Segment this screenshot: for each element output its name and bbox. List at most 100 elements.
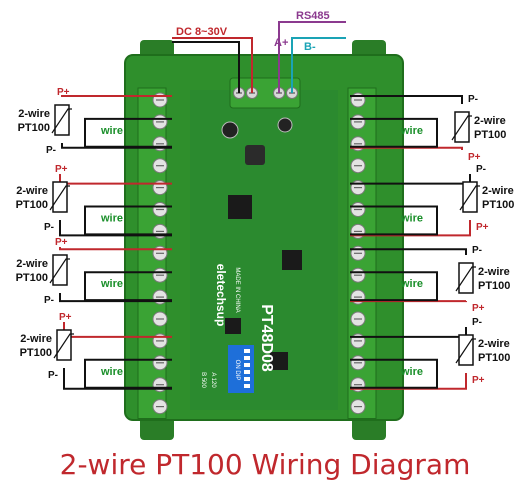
p-plus-label: P+ bbox=[468, 152, 481, 163]
thermistor-arrow bbox=[49, 258, 70, 284]
sensor-name-label: PT100 bbox=[18, 122, 50, 134]
p-plus-label: P+ bbox=[55, 164, 68, 175]
p-minus-label: P- bbox=[48, 370, 58, 381]
p-plus-label: P+ bbox=[57, 87, 70, 98]
jumper-wire bbox=[350, 117, 438, 148]
dc-wire-red bbox=[172, 37, 253, 93]
wire-label: wire bbox=[100, 278, 123, 290]
rs485-label: RS485 bbox=[296, 10, 330, 22]
resistor-body bbox=[458, 334, 474, 366]
p-plus-label: P+ bbox=[472, 375, 485, 386]
chip bbox=[228, 195, 252, 219]
thermistor-arrow bbox=[451, 115, 472, 141]
sensor-name-label: PT100 bbox=[16, 199, 48, 211]
sensor-type-label: 2-wire bbox=[18, 108, 50, 120]
thermistor-arrow bbox=[459, 185, 480, 211]
resistor-body bbox=[54, 104, 70, 136]
dip-key bbox=[244, 363, 250, 367]
pt100-sensors: 2-wirePT1002-wirePT1002-wirePT1002-wireP… bbox=[16, 104, 514, 366]
p-plus-wire bbox=[61, 95, 172, 97]
chip bbox=[225, 318, 241, 334]
sensor-name-label: PT100 bbox=[482, 199, 514, 211]
sensor-name-label: PT100 bbox=[474, 129, 506, 141]
p-minus-label: P- bbox=[468, 94, 478, 105]
power-terminal-block bbox=[229, 77, 301, 109]
brand-label: eletechsup bbox=[214, 264, 228, 327]
jumper-wire bbox=[84, 271, 172, 302]
jumper-wire bbox=[84, 205, 172, 236]
resistor-body bbox=[52, 181, 68, 213]
wire-label: wire bbox=[400, 278, 423, 290]
sensor-type-label: 2-wire bbox=[20, 333, 52, 345]
dip-key bbox=[244, 384, 250, 388]
wire-label: wire bbox=[100, 366, 123, 378]
dip-key bbox=[244, 349, 250, 353]
jumper-wire bbox=[84, 358, 172, 389]
resistor-body bbox=[56, 329, 72, 361]
sensor-type-label: 2-wire bbox=[16, 185, 48, 197]
sensor-name-label: PT100 bbox=[478, 352, 510, 364]
termination-b-label: B 500 bbox=[200, 372, 206, 388]
p-minus-label: P- bbox=[472, 245, 482, 256]
rs485-b-wire bbox=[291, 37, 346, 93]
jumper-wire bbox=[350, 205, 438, 236]
wire-label: wire bbox=[100, 125, 123, 137]
thermistor-arrow bbox=[455, 266, 476, 292]
p-minus-label: P- bbox=[46, 145, 56, 156]
sensor-type-label: 2-wire bbox=[478, 338, 510, 350]
dip-label: ON DIP bbox=[234, 360, 240, 381]
p-plus-label: P+ bbox=[59, 312, 72, 323]
pcb bbox=[190, 90, 338, 410]
dip-key bbox=[244, 377, 250, 381]
termination-a-label: A 120 bbox=[210, 372, 216, 388]
thermistor-arrow bbox=[53, 333, 74, 359]
p-minus-wire bbox=[350, 95, 463, 104]
thermistor-arrow bbox=[455, 338, 476, 364]
model-label: PT48D08 bbox=[258, 304, 275, 372]
jumper-wire bbox=[350, 358, 438, 389]
sensor-name-label: PT100 bbox=[478, 280, 510, 292]
sensor-type-label: 2-wire bbox=[474, 115, 506, 127]
a-plus-label: A+ bbox=[274, 37, 288, 49]
p-plus-wire bbox=[59, 247, 172, 251]
wire-label: wire bbox=[100, 213, 123, 225]
wire-label: wire bbox=[400, 366, 423, 378]
p-minus-label: P- bbox=[472, 317, 482, 328]
jumper-wire bbox=[350, 271, 438, 302]
chip bbox=[282, 250, 302, 270]
chip bbox=[270, 352, 288, 370]
capacitor bbox=[277, 117, 293, 133]
p-minus-label: P- bbox=[44, 295, 54, 306]
sensor-type-label: 2-wire bbox=[478, 266, 510, 278]
resistor-body bbox=[462, 181, 478, 213]
p-minus-label: P- bbox=[476, 164, 486, 175]
dip-switch[interactable] bbox=[228, 345, 254, 393]
dc-wire-black bbox=[172, 41, 240, 93]
made-in-label: MADE IN CHINA bbox=[234, 267, 240, 312]
resistor-body bbox=[454, 111, 470, 143]
dip-key bbox=[244, 370, 250, 374]
power-rs485-wiring: DC 8~30V RS485 A+ B- bbox=[172, 10, 346, 93]
rs485-a-wire bbox=[278, 21, 346, 93]
sensor-name-label: PT100 bbox=[16, 272, 48, 284]
sensor-wires: wireP+P-wireP+P-wireP+P-wireP+P-wireP-P+… bbox=[44, 87, 489, 390]
p-plus-label: P+ bbox=[55, 237, 68, 248]
capacitor bbox=[221, 121, 239, 139]
thermistor-arrow bbox=[49, 185, 70, 211]
diagram-title: 2-wire PT100 Wiring Diagram bbox=[59, 448, 471, 481]
b-minus-label: B- bbox=[304, 41, 316, 53]
sensor-type-label: 2-wire bbox=[482, 185, 514, 197]
p-minus-wire bbox=[350, 248, 467, 255]
resistor-body bbox=[52, 254, 68, 286]
dc-label: DC 8~30V bbox=[176, 26, 228, 38]
resistor-body bbox=[458, 262, 474, 294]
wire-label: wire bbox=[400, 125, 423, 137]
p-minus-label: P- bbox=[44, 222, 54, 233]
dip-key bbox=[244, 356, 250, 360]
